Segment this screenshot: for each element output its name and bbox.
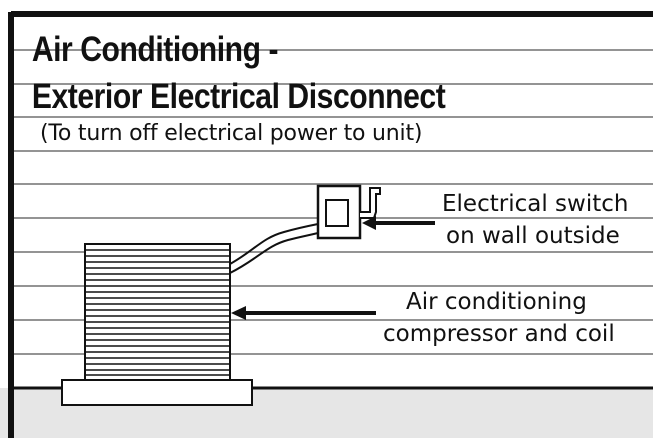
title-line-2: Exterior Electrical Disconnect xyxy=(32,76,446,116)
switch-pointer-arrow xyxy=(362,216,435,230)
switch-handle xyxy=(360,187,381,219)
condenser-base-pad xyxy=(61,379,253,406)
compressor-pointer-arrow xyxy=(231,306,376,320)
house-frame xyxy=(8,11,653,438)
switch-label-line-2: on wall outside xyxy=(446,223,620,249)
condenser-coil-fins xyxy=(85,249,230,376)
electrical-conduit xyxy=(229,223,319,274)
title-line-1: Air Conditioning - xyxy=(32,29,278,69)
ac-compressor-unit xyxy=(84,243,231,381)
subtitle: (To turn off electrical power to unit) xyxy=(40,121,422,146)
switch-window xyxy=(325,199,349,227)
compressor-label-line-1: Air conditioning xyxy=(406,289,587,315)
compressor-label-line-2: compressor and coil xyxy=(383,321,615,347)
disconnect-switch-box xyxy=(316,184,381,240)
switch-label-line-1: Electrical switch xyxy=(442,191,628,217)
